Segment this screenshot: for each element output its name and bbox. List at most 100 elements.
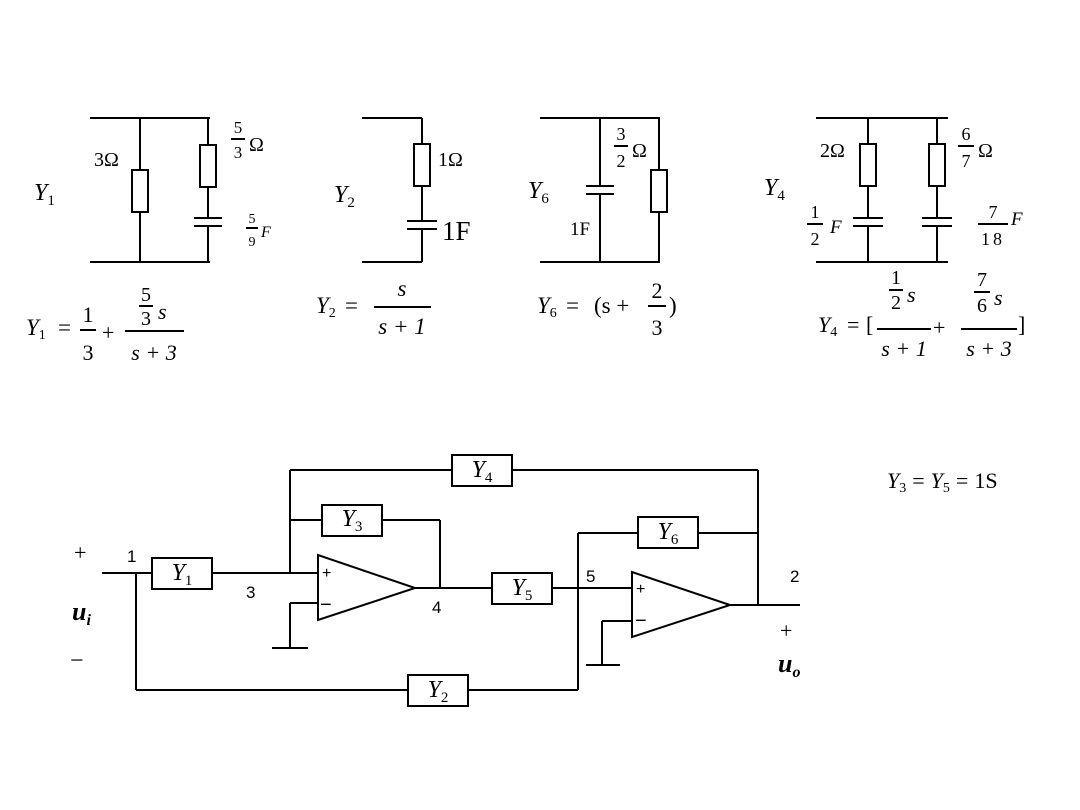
svg-text:s: s — [907, 282, 916, 307]
y1-resistor-3ohm — [131, 169, 149, 213]
svg-text:18: 18 — [981, 229, 1005, 249]
opamp-2 — [631, 570, 734, 639]
subcircuit-y2: Y2 1Ω 1F Y2 = s s + 1 — [316, 117, 471, 339]
output-voltage-label: uo — [778, 649, 800, 681]
svg-text:=: = — [58, 315, 71, 340]
svg-text:s + 3: s + 3 — [966, 336, 1011, 361]
svg-text:Y6: Y6 — [537, 293, 557, 321]
svg-text:2: 2 — [617, 151, 626, 171]
y4-equation: Y4 = [ 1 2 s s + 1 + 7 6 s s + 3 ] — [818, 267, 1025, 361]
y1-r2-unit: Ω — [249, 134, 264, 156]
svg-text:Y3: Y3 — [342, 506, 363, 535]
svg-text:3: 3 — [234, 143, 243, 162]
svg-text:3: 3 — [652, 315, 663, 340]
svg-text:7: 7 — [962, 151, 971, 171]
svg-text:5: 5 — [141, 284, 151, 306]
svg-text:Y6: Y6 — [658, 519, 679, 548]
y1-equation: Y1 = 1 3 + 5 3 s s + 3 — [26, 284, 184, 365]
svg-text:3: 3 — [83, 340, 94, 365]
svg-text:Y4: Y4 — [472, 457, 493, 486]
svg-text:5: 5 — [234, 118, 243, 137]
svg-text:7: 7 — [989, 202, 998, 222]
main-circuit: + − + − Y1 Y2 Y3 Y4 — [70, 454, 800, 707]
node-4-label: 4 — [432, 598, 441, 617]
opamp-1-minus: − — [320, 594, 332, 616]
svg-text:6: 6 — [977, 295, 987, 317]
y6-resistor-3-2ohm — [650, 169, 668, 213]
svg-text:s: s — [158, 299, 167, 324]
y1-c-unit: F — [260, 224, 271, 241]
svg-text:=: = — [847, 312, 859, 337]
y6-r-unit: Ω — [632, 140, 647, 162]
y4-r1-label: 2Ω — [820, 140, 845, 162]
block-y1: Y1 — [151, 557, 213, 590]
y3-y5-note: Y3=Y5=1S — [887, 468, 998, 496]
y4-c1-unit: F — [829, 217, 842, 238]
input-plus: + — [74, 540, 86, 565]
svg-text:9: 9 — [249, 235, 256, 250]
svg-text:s + 1: s + 1 — [378, 314, 425, 339]
input-voltage-label: ui — [72, 597, 91, 629]
node-5-label: 5 — [586, 567, 595, 586]
svg-text:(s +: (s + — [594, 293, 629, 318]
svg-text:]: ] — [1018, 312, 1025, 337]
svg-text:1: 1 — [83, 302, 94, 327]
opamp-1-plus: + — [322, 565, 331, 582]
y6-label: Y6 — [528, 178, 549, 207]
block-y6: Y6 — [637, 516, 699, 549]
block-y5: Y5 — [491, 572, 553, 605]
opamp-2-minus: − — [635, 610, 647, 632]
y2-c-label: 1F — [442, 216, 471, 246]
svg-text:5: 5 — [249, 212, 256, 227]
block-y4: Y4 — [451, 454, 513, 487]
svg-text:Y5: Y5 — [512, 575, 533, 604]
svg-text:Y1: Y1 — [26, 315, 46, 343]
output-plus: + — [780, 618, 792, 643]
svg-text:=: = — [345, 293, 358, 318]
subcircuit-y4: Y4 2Ω 6 7 Ω 1 2 F 7 18 F Y4 = [ 1 2 s s … — [764, 117, 1025, 361]
y1-r1-label: 3Ω — [94, 149, 119, 171]
svg-text:3: 3 — [141, 308, 151, 330]
svg-text:1: 1 — [891, 267, 901, 289]
svg-text:Y2: Y2 — [316, 293, 336, 321]
svg-text:Y2: Y2 — [428, 677, 449, 706]
svg-text:2: 2 — [811, 229, 820, 249]
y6-equation: Y6 = (s + 2 3 ) — [537, 278, 677, 340]
y2-label: Y2 — [334, 182, 355, 211]
svg-text:1: 1 — [811, 202, 820, 222]
svg-text:s: s — [994, 285, 1003, 310]
svg-text:7: 7 — [977, 269, 987, 291]
svg-text:Y1: Y1 — [172, 560, 193, 589]
subcircuit-y6: Y6 1F 3 2 Ω Y6 = (s + 2 3 ) — [528, 117, 677, 340]
svg-text:Y4: Y4 — [818, 312, 837, 340]
node-2-label: 2 — [790, 567, 799, 586]
y4-c2-unit: F — [1010, 209, 1023, 230]
y4-resistor-6-7ohm — [928, 143, 946, 187]
input-minus: − — [70, 648, 84, 674]
y2-equation: Y2 = s s + 1 — [316, 276, 431, 339]
svg-text:s: s — [398, 276, 407, 301]
y1-label: Y1 — [34, 180, 55, 209]
node-1-label: 1 — [127, 547, 136, 566]
opamp-1 — [317, 553, 419, 622]
y4-label: Y4 — [764, 175, 785, 204]
opamp-2-plus: + — [636, 581, 645, 598]
svg-text:s + 1: s + 1 — [881, 336, 926, 361]
y2-r-label: 1Ω — [438, 149, 463, 171]
node-3-label: 3 — [246, 583, 255, 602]
y4-resistor-2ohm — [859, 143, 877, 187]
svg-text:+: + — [933, 315, 945, 340]
svg-text:2: 2 — [891, 292, 901, 314]
block-y2: Y2 — [407, 674, 469, 707]
svg-text:): ) — [669, 293, 677, 318]
subcircuit-y1: Y1 3Ω 5 3 Ω 5 9 F Y1 = 1 3 + 5 3 s s + 3 — [26, 117, 271, 365]
svg-text:=: = — [566, 293, 579, 318]
svg-text:6: 6 — [962, 124, 971, 144]
block-y3: Y3 — [321, 504, 383, 537]
svg-text:[: [ — [866, 312, 873, 337]
svg-text:+: + — [102, 320, 114, 345]
svg-text:3: 3 — [617, 124, 626, 144]
svg-text:2: 2 — [652, 278, 663, 303]
svg-text:s + 3: s + 3 — [131, 340, 176, 365]
